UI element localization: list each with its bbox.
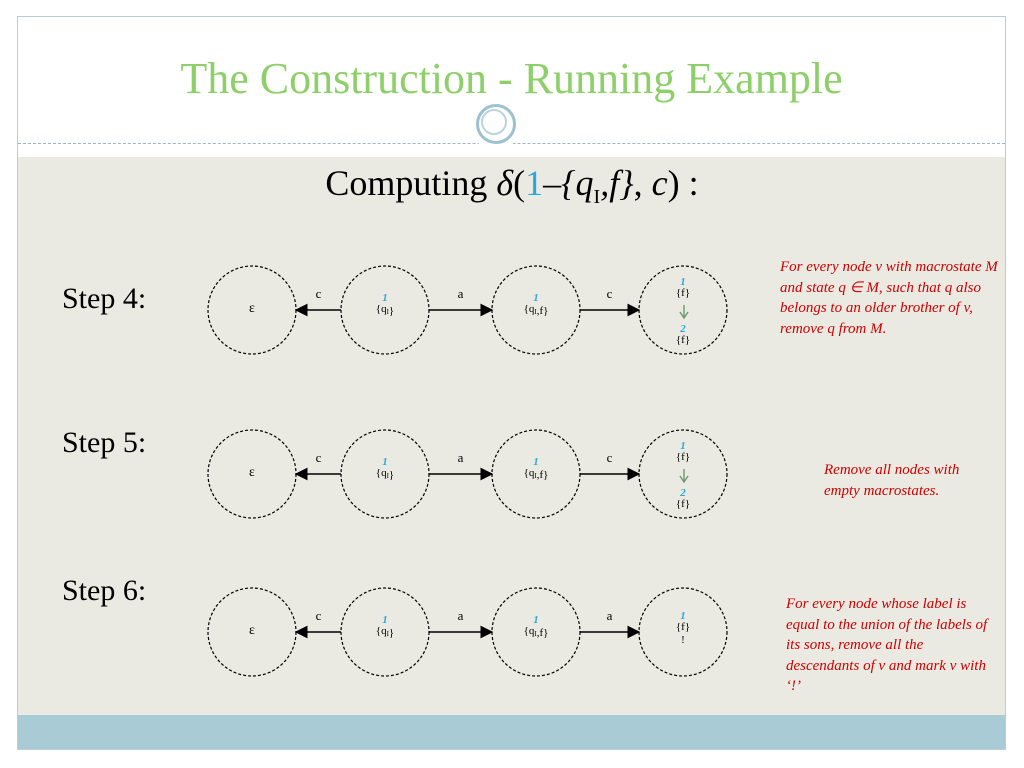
state-node: 1{qI,f}: [491, 587, 581, 677]
footer-bar: [18, 715, 1005, 749]
state-number: 1: [382, 456, 388, 468]
transition-label: c: [316, 450, 322, 465]
state-label: !: [681, 634, 685, 646]
step-4-note: For every node v with macrostate M and s…: [780, 259, 998, 337]
state-node: ε: [207, 265, 297, 355]
transition-edge: c: [294, 286, 341, 317]
child-arrow-head: [679, 311, 689, 320]
state-node: ε: [207, 587, 297, 677]
state-label: {qI}: [376, 303, 394, 317]
transition-label: a: [458, 286, 464, 301]
computing-heading: Computing δ(1–{qI,f}, c) :: [0, 162, 1024, 209]
ornament-inner-ring: [481, 109, 507, 135]
step-4-label: Step 4:: [62, 282, 147, 315]
circle-ornament-icon: [470, 98, 522, 150]
transition-edge: a: [580, 608, 641, 639]
state-number: 1: [382, 292, 388, 304]
heading-prefix: Computing: [325, 163, 497, 203]
step-6-label: Step 6:: [62, 574, 147, 607]
state-node: 1{f}2{f}: [638, 265, 728, 355]
step-5-label: Step 5:: [62, 426, 147, 459]
heading-set-open: {q: [561, 163, 594, 203]
state-circle: [638, 265, 728, 355]
state-label: ε: [249, 301, 255, 316]
transition-edge: a: [429, 608, 494, 639]
heading-set-sub: I: [593, 186, 601, 209]
state-label: {f}: [676, 621, 690, 633]
child-number: 2: [679, 323, 686, 335]
heading-dash: –: [543, 163, 562, 203]
transition-edge: c: [580, 450, 641, 481]
state-label: {qI,f}: [524, 303, 549, 317]
state-label: ε: [249, 623, 255, 638]
heading-open: (: [513, 163, 526, 203]
transition-edge: a: [429, 450, 494, 481]
state-label: {qI}: [376, 625, 394, 639]
state-number: 1: [533, 614, 539, 626]
heading-delta: δ: [496, 163, 514, 203]
state-node: 1{f}!: [638, 587, 728, 677]
transition-edge: c: [294, 450, 341, 481]
state-node: 1{qI}: [340, 587, 430, 677]
state-number: 1: [533, 456, 539, 468]
state-node: 1{qI,f}: [491, 265, 581, 355]
state-node: 1{qI}: [340, 265, 430, 355]
heading-symbol: c: [651, 163, 668, 203]
transition-edge: c: [580, 286, 641, 317]
heading-number: 1: [525, 163, 544, 203]
slide-title: The Construction - Running Example: [180, 54, 843, 103]
state-label: ε: [249, 465, 255, 480]
step-5-note: Remove all nodes with empty macrostates.: [824, 462, 960, 499]
heading-close: ) :: [667, 163, 699, 203]
state-circle: [638, 587, 728, 677]
child-number: 2: [679, 487, 686, 499]
state-number: 1: [533, 292, 539, 304]
transition-label: c: [316, 608, 322, 623]
state-node: 1{qI}: [340, 429, 430, 519]
state-label: {qI}: [376, 467, 394, 481]
child-label: {f}: [676, 498, 690, 510]
state-node: 1{f}2{f}: [638, 429, 728, 519]
transition-edge: a: [429, 286, 494, 317]
state-circle: [638, 429, 728, 519]
step-6-note: For every node whose label is equal to t…: [786, 596, 988, 694]
transition-label: a: [607, 608, 613, 623]
transition-label: a: [458, 450, 464, 465]
state-node: 1{qI,f}: [491, 429, 581, 519]
state-label: {f}: [676, 451, 690, 463]
child-label: {f}: [676, 334, 690, 346]
state-label: {qI,f}: [524, 625, 549, 639]
state-number: 1: [680, 610, 686, 622]
transition-label: c: [316, 286, 322, 301]
heading-comma: ,: [633, 163, 652, 203]
transition-edge: c: [294, 608, 341, 639]
child-arrow-head: [679, 475, 689, 484]
state-number: 1: [680, 276, 686, 288]
transition-label: c: [607, 286, 613, 301]
transition-label: c: [607, 450, 613, 465]
state-label: {f}: [676, 287, 690, 299]
state-node: ε: [207, 429, 297, 519]
state-number: 1: [680, 440, 686, 452]
content-area: [18, 157, 1005, 715]
state-label: {qI,f}: [524, 467, 549, 481]
transition-label: a: [458, 608, 464, 623]
state-number: 1: [382, 614, 388, 626]
heading-set-rest: ,f}: [600, 163, 634, 203]
